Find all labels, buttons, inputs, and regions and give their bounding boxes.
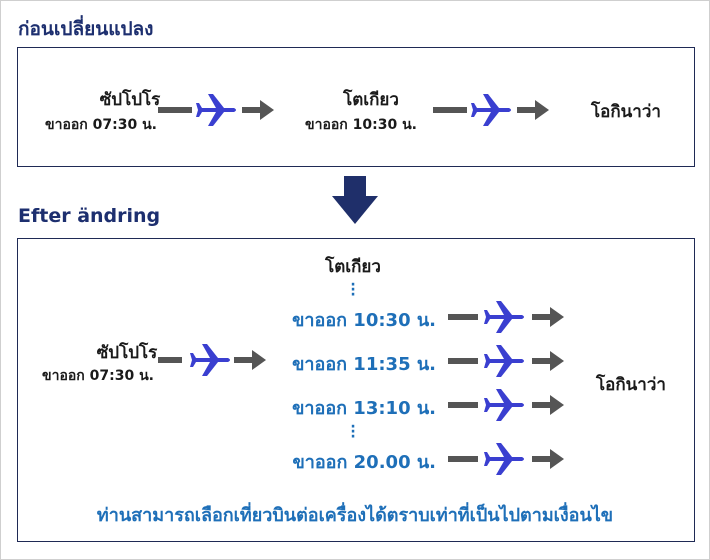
before-transit-departure: ขาออก 10:30 น. bbox=[305, 117, 417, 133]
arrow-right-icon bbox=[532, 351, 564, 371]
arrow-right-icon bbox=[532, 307, 564, 327]
arrow-right-icon bbox=[532, 449, 564, 469]
ellipsis-vertical-icon: ··· bbox=[350, 419, 356, 445]
after-origin-city: ซัปโปโร bbox=[96, 343, 158, 363]
condition-note: ท่านสามารถเลือกเที่ยวบินต่อเครื่องได้ตรา… bbox=[96, 505, 614, 526]
after-section-title: Efter ändring bbox=[18, 205, 161, 227]
dash-line bbox=[158, 357, 182, 363]
arrow-right-icon bbox=[234, 350, 266, 370]
after-option-flight bbox=[448, 345, 564, 377]
dash-line bbox=[448, 402, 478, 408]
after-option-flight bbox=[448, 443, 564, 475]
after-option-departure: ขาออก 11:35 น. bbox=[292, 354, 436, 375]
airplane-icon bbox=[484, 389, 524, 421]
dash-line bbox=[448, 456, 478, 462]
before-origin-city: ซัปโปโร bbox=[99, 90, 161, 110]
arrow-right-icon bbox=[532, 395, 564, 415]
before-transit-city: โตเกียว bbox=[343, 90, 399, 110]
dash-line bbox=[448, 358, 478, 364]
before-origin-departure: ขาออก 07:30 น. bbox=[45, 117, 157, 133]
arrow-right-icon bbox=[242, 100, 274, 120]
after-flight-segment-1 bbox=[158, 344, 266, 376]
dash-line bbox=[433, 107, 467, 113]
before-flight-segment-2 bbox=[433, 94, 549, 126]
after-origin-departure: ขาออก 07:30 น. bbox=[42, 368, 154, 384]
before-flight-segment-1 bbox=[158, 94, 274, 126]
airplane-icon bbox=[484, 345, 524, 377]
arrow-down-icon bbox=[332, 176, 378, 224]
before-destination-city: โอกินาว่า bbox=[591, 102, 661, 122]
before-route-box: ซัปโปโร ขาออก 07:30 น. โตเกียว ขาออก 10:… bbox=[17, 47, 695, 167]
airplane-icon bbox=[190, 344, 230, 376]
dash-line bbox=[158, 107, 192, 113]
after-option-departure: ขาออก 20.00 น. bbox=[292, 452, 436, 473]
after-transit-city: โตเกียว bbox=[325, 257, 381, 277]
after-option-departure: ขาออก 13:10 น. bbox=[292, 398, 436, 419]
arrow-right-icon bbox=[517, 100, 549, 120]
dash-line bbox=[448, 314, 478, 320]
airplane-icon bbox=[471, 94, 511, 126]
after-option-flight bbox=[448, 389, 564, 421]
ellipsis-vertical-icon: ··· bbox=[350, 277, 356, 303]
after-destination-city: โอกินาว่า bbox=[596, 375, 666, 395]
before-section-title: ก่อนเปลี่ยนแปลง bbox=[18, 18, 154, 40]
airplane-icon bbox=[196, 94, 236, 126]
after-option-flight bbox=[448, 301, 564, 333]
airplane-icon bbox=[484, 443, 524, 475]
airplane-icon bbox=[484, 301, 524, 333]
after-route-box: ซัปโปโร ขาออก 07:30 น. โตเกียว ··· ขาออก… bbox=[17, 238, 695, 542]
after-option-departure: ขาออก 10:30 น. bbox=[292, 310, 436, 331]
